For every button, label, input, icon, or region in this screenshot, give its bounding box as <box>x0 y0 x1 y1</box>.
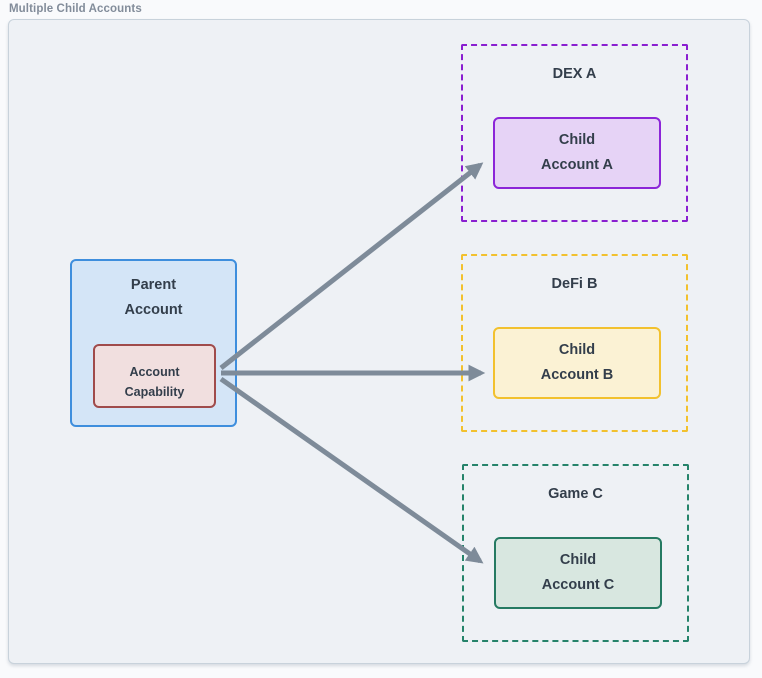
diagram-title: Multiple Child Accounts <box>9 3 142 15</box>
child-account-c-label: Child Account C <box>541 552 615 593</box>
parent-account-node: Parent Account Account Capability <box>70 259 237 427</box>
account-capability-label: Account Capability <box>124 365 185 399</box>
group-game-c-label: Game C <box>548 486 603 502</box>
group-dex-a: DEX A Child Account A <box>461 44 688 222</box>
parent-account-label: Parent Account <box>124 277 183 318</box>
child-account-a-node: Child Account A <box>493 117 661 189</box>
group-dex-a-label: DEX A <box>552 66 597 82</box>
diagram-canvas: Parent Account Account Capability DEX A … <box>8 19 750 664</box>
group-defi-b: DeFi B Child Account B <box>461 254 688 432</box>
child-account-b-label: Child Account B <box>540 342 614 383</box>
child-account-c-node: Child Account C <box>494 537 662 609</box>
child-account-b-node: Child Account B <box>493 327 661 399</box>
child-account-a-label: Child Account A <box>541 132 613 173</box>
group-defi-b-label: DeFi B <box>551 276 598 292</box>
group-game-c: Game C Child Account C <box>462 464 689 642</box>
account-capability-node: Account Capability <box>93 344 216 408</box>
